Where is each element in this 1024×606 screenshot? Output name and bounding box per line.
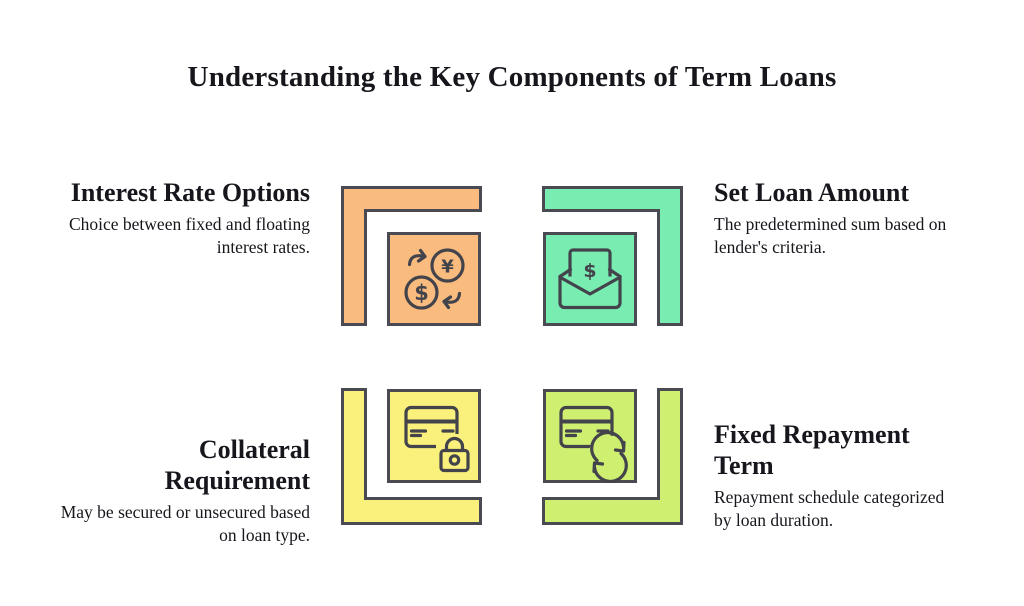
- card-heading: Interest Rate Options: [70, 178, 310, 207]
- dollar-coin-circle: [404, 275, 439, 310]
- refresh-arrow-bottom: [592, 451, 628, 483]
- credit-card: [404, 405, 459, 449]
- collateral-icon-group: [341, 388, 482, 525]
- yen-glyph: ¥: [441, 257, 454, 278]
- card-lock-icon: [404, 405, 472, 474]
- loan-amount-icon-group: $: [542, 186, 683, 326]
- repayment-icon-svg: [542, 388, 683, 525]
- corner-bracket: [341, 388, 482, 525]
- card-description: May be secured or unsecured based on loa…: [60, 502, 310, 545]
- corner-bracket: [542, 186, 683, 326]
- card-collateral-requirement: Collateral Requirement May be secured or…: [0, 434, 310, 547]
- card-fixed-repayment-term: Fixed Repayment Term Repayment schedule …: [714, 419, 1016, 532]
- card-heading: Set Loan Amount: [714, 178, 910, 207]
- corner-bracket: [542, 388, 683, 525]
- lock-shackle: [444, 436, 465, 453]
- swap-arrow-bottom: [442, 291, 462, 310]
- card-description: The predetermined sum based on lender's …: [714, 214, 947, 257]
- refresh-arrow-top: [590, 431, 626, 463]
- card-interest-rate-options: Interest Rate Options Choice between fix…: [0, 177, 310, 259]
- icon-tile: [387, 232, 481, 326]
- repayment-icon-group: [542, 388, 683, 525]
- corner-bracket: [341, 186, 482, 326]
- card-heading: Fixed Repayment Term: [714, 420, 910, 480]
- swap-arrow-top: [407, 248, 427, 267]
- loan-amount-icon-svg: $: [542, 186, 683, 326]
- dollar-glyph: $: [414, 281, 429, 305]
- dollar-glyph: $: [583, 260, 596, 282]
- refresh-halo: [587, 435, 631, 479]
- card-description: Repayment schedule categorized by loan d…: [714, 487, 945, 530]
- card-heading: Collateral Requirement: [164, 435, 310, 495]
- interest-rate-icon-svg: ¥ $: [341, 186, 482, 326]
- collateral-icon-svg: [341, 388, 482, 525]
- lock-body: [439, 448, 470, 473]
- credit-card: [559, 405, 614, 449]
- interest-rate-icon-group: ¥ $: [341, 186, 482, 326]
- envelope-fold: [558, 275, 622, 296]
- mail-dollar-icon: $: [558, 248, 622, 310]
- card-refresh-icon: [559, 405, 631, 483]
- envelope-flaps: [558, 267, 622, 279]
- card-details: [409, 429, 455, 438]
- yen-coin-circle: [430, 248, 465, 283]
- page-title: Understanding the Key Components of Term…: [187, 61, 837, 93]
- lock-keyhole: [448, 454, 461, 466]
- currency-exchange-icon: ¥ $: [404, 248, 465, 310]
- card-description: Choice between fixed and floating intere…: [68, 214, 310, 257]
- card-set-loan-amount: Set Loan Amount The predetermined sum ba…: [714, 177, 1016, 259]
